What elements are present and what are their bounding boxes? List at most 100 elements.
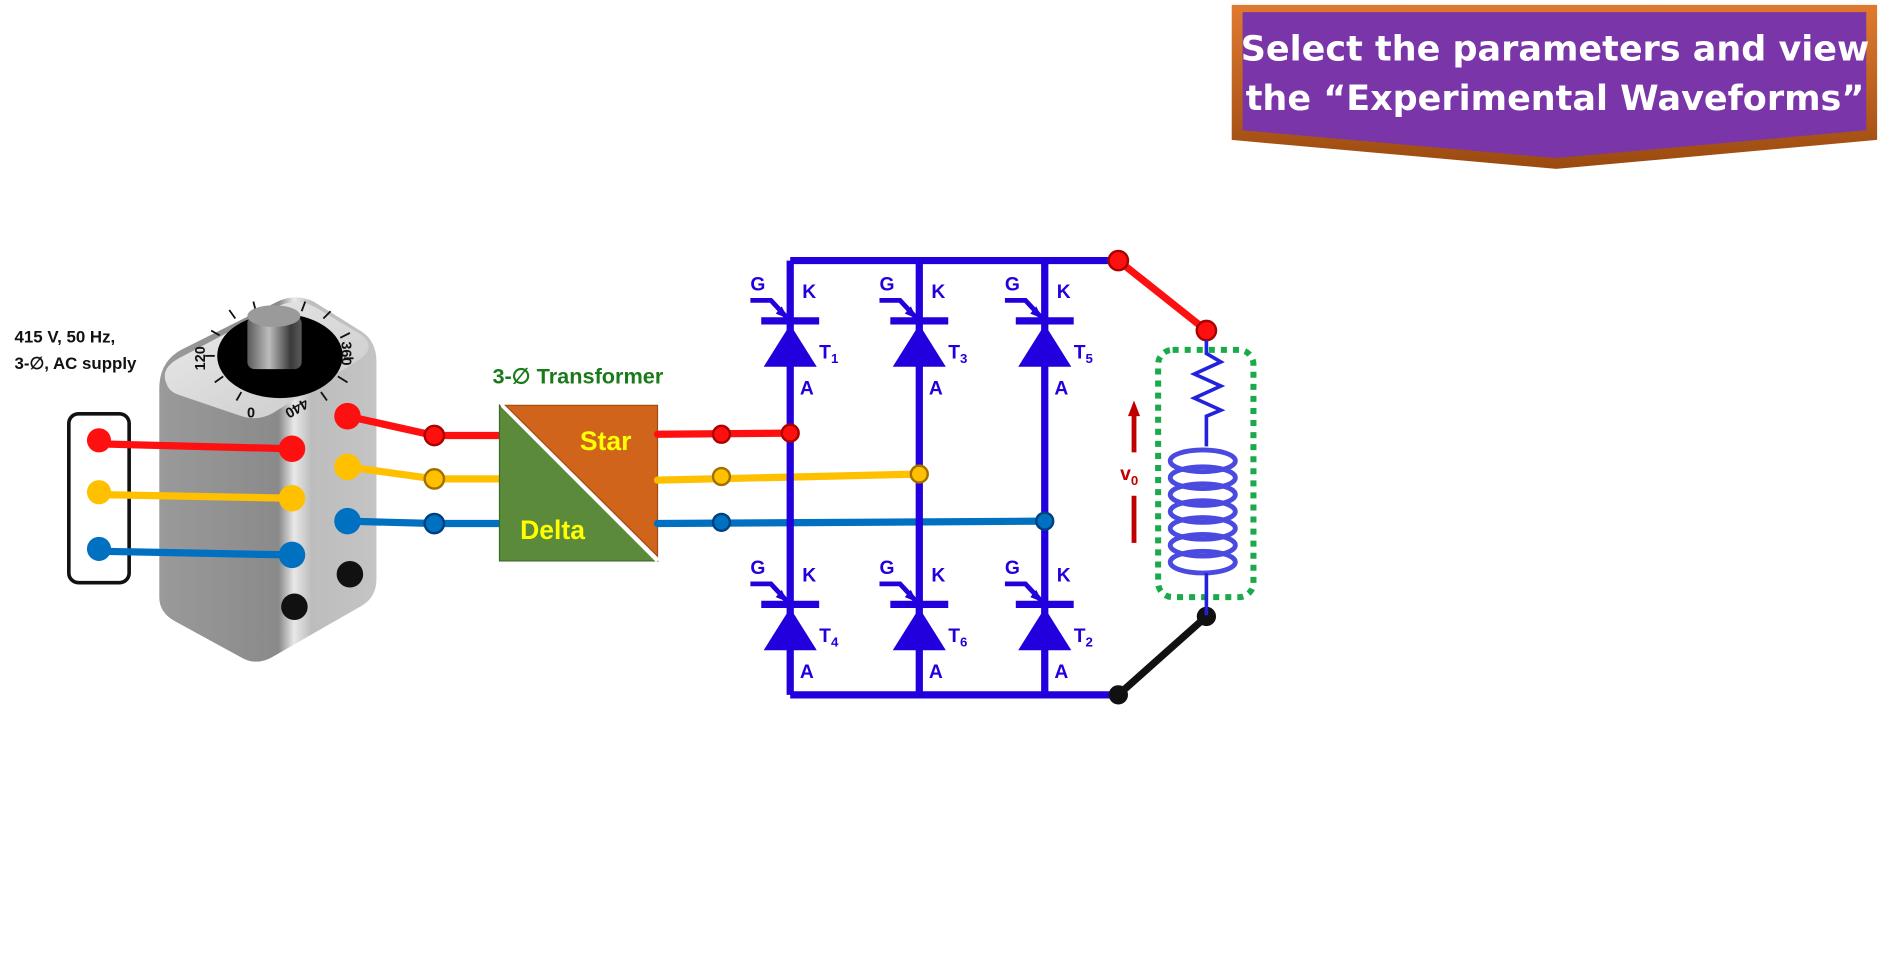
bridge-ac-terminals [711, 423, 1055, 532]
thyristor-anode-label: A [1054, 378, 1068, 399]
terminal-supply-b[interactable] [86, 536, 112, 561]
wire-b-supply[interactable] [96, 547, 296, 559]
terminal-sec-y[interactable] [711, 466, 732, 487]
wire-b-auto-out[interactable] [343, 517, 504, 528]
terminal-bridge-b[interactable] [1035, 511, 1055, 531]
thyristor-anode-label: A [1054, 662, 1068, 683]
thyristor-gate-label: G [750, 275, 765, 296]
thyristor-t2[interactable]: G K A T2 [1005, 558, 1093, 683]
thyristor-t6[interactable]: G K AT6 [879, 558, 967, 683]
terminal-sec-r[interactable] [711, 424, 732, 444]
thyristor-anode-label: A [800, 378, 814, 399]
terminal-tr-in-r[interactable] [423, 424, 446, 447]
terminal-auto-in-r[interactable] [278, 435, 306, 463]
supply-label: 415 V, 50 Hz, 3-∅, AC supply [15, 328, 138, 374]
thyristor-cathode-label: K [931, 565, 945, 586]
dial-label-360: 360 [337, 341, 353, 365]
supply-label-line-1: 415 V, 50 Hz, [15, 328, 116, 347]
thyristor-subscript: 5 [1085, 351, 1092, 366]
terminal-tr-in-y[interactable] [423, 468, 446, 490]
dial-knob[interactable] [247, 316, 302, 370]
thyristor-cathode-label: K [931, 282, 945, 303]
thyristor-anode-label: A [929, 662, 943, 683]
terminal-load-negative[interactable] [1196, 606, 1217, 627]
dial-label-0: 0 [247, 405, 255, 421]
terminal-dc-positive[interactable] [1107, 249, 1130, 272]
thyristor-anode-label: A [800, 662, 814, 683]
thyristor-cathode-label: K [1057, 282, 1071, 303]
terminal-supply-y[interactable] [86, 480, 112, 505]
autotransformer: 120 360 0 440 [159, 297, 377, 662]
terminals [86, 402, 446, 621]
thyristor-name-label: T3 [948, 342, 967, 366]
supply-label-line-2: 3-∅, AC supply [15, 354, 138, 373]
thyristor-cathode-label: K [802, 565, 816, 586]
gate-arrow-icon [1030, 589, 1043, 602]
thyristor-triangle-icon [763, 607, 817, 651]
instruction-banner: Select the parameters and view the “Expe… [1231, 4, 1878, 169]
output-voltage-subscript: 0 [1131, 473, 1138, 488]
thyristor-cathode-label: K [1057, 565, 1071, 586]
terminal-bridge-y[interactable] [909, 464, 929, 484]
thyristor-triangle-icon [892, 324, 946, 367]
thyristor-name-label: T2 [1074, 626, 1093, 650]
terminal-auto-in-b[interactable] [278, 541, 306, 569]
thyristor-name-label: T5 [1074, 342, 1093, 366]
transformer-divider [500, 404, 659, 563]
terminal-auto-n2[interactable] [336, 560, 364, 588]
gate-arrow-icon [904, 306, 917, 319]
wire-load-positive[interactable] [1114, 256, 1211, 335]
thyristor-subscript: 1 [831, 351, 838, 366]
gate-arrow-icon [1030, 306, 1043, 319]
banner-line-1: Select the parameters and view [1241, 29, 1870, 69]
terminal-sec-b[interactable] [711, 512, 732, 532]
thyristor-triangle-icon [1018, 607, 1072, 651]
gate-arrow-icon [775, 589, 788, 602]
thyristor-gate-label: G [879, 558, 894, 579]
terminal-auto-out-b[interactable] [334, 507, 361, 535]
terminal-bridge-r[interactable] [780, 423, 800, 443]
terminal-auto-in-y[interactable] [278, 484, 306, 512]
thyristor-t3[interactable]: G K AT3 [879, 275, 967, 400]
wire-y-supply[interactable] [96, 490, 296, 502]
rl-load: v0 [1120, 340, 1257, 616]
thyristor-triangle-icon [1018, 324, 1072, 367]
thyristor-anode-label: A [929, 378, 943, 399]
thyristor-subscript: 3 [960, 351, 967, 366]
thyristor-triangle-icon [892, 607, 946, 651]
input-wires [96, 440, 296, 559]
output-voltage-symbol: v [1120, 464, 1131, 485]
terminal-auto-n1[interactable] [281, 593, 308, 621]
terminal-tr-in-b[interactable] [423, 512, 446, 535]
terminal-supply-r[interactable] [86, 428, 112, 453]
terminal-auto-out-y[interactable] [334, 453, 361, 481]
terminal-load-positive[interactable] [1195, 319, 1218, 342]
dial-ticks [205, 301, 354, 402]
transformer-title: 3-∅ Transformer [492, 364, 663, 389]
thyristor-t5[interactable]: G K A T5 [1005, 275, 1093, 400]
thyristor-gate-label: G [1005, 275, 1020, 296]
banner-line-2: the “Experimental Waveforms” [1246, 79, 1865, 119]
dial-knob-top [247, 305, 301, 327]
thyristor-cathode-label: K [802, 282, 816, 303]
thyristor-triangle-icon [763, 324, 817, 367]
thyristor-gate-label: G [750, 558, 765, 579]
terminal-dc-negative[interactable] [1108, 685, 1128, 705]
terminal-auto-out-r[interactable] [334, 402, 361, 430]
dial-label-120: 120 [193, 346, 209, 370]
inductor-icon [1167, 447, 1238, 576]
thyristor-name-label: T1 [819, 342, 838, 366]
thyristor-gate-label: G [879, 275, 894, 296]
output-voltage-label: v0 [1120, 464, 1138, 488]
wire-load-negative[interactable] [1114, 612, 1211, 699]
thyristor-gate-label: G [1005, 558, 1020, 579]
gate-arrow-icon [904, 589, 917, 602]
thyristor-t1[interactable]: G K AT1 [750, 275, 838, 400]
thyristor-name-label: T6 [948, 626, 967, 650]
three-phase-transformer: 3-∅ Transformer Star Delta [492, 364, 664, 563]
wire-r-supply[interactable] [96, 440, 296, 453]
transformer-delta-label: Delta [520, 515, 585, 545]
voltage-arrow-head-icon [1127, 400, 1141, 417]
